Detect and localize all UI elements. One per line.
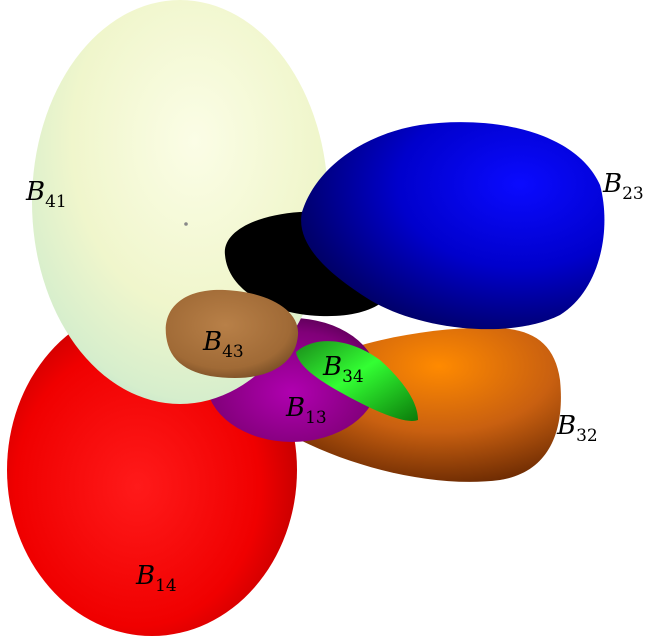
- blob-b34: [296, 341, 418, 421]
- label-b32: B32: [556, 411, 598, 446]
- label-b34: B34: [322, 352, 364, 387]
- blob-b43: [165, 289, 299, 378]
- label-b23: B23: [602, 169, 644, 204]
- blob-b23: [301, 122, 605, 330]
- dot-marker: [184, 222, 188, 226]
- label-b13: B13: [285, 393, 327, 428]
- label-b41: B41: [25, 177, 67, 212]
- label-b43: B43: [202, 327, 244, 362]
- label-b14: B14: [135, 561, 177, 596]
